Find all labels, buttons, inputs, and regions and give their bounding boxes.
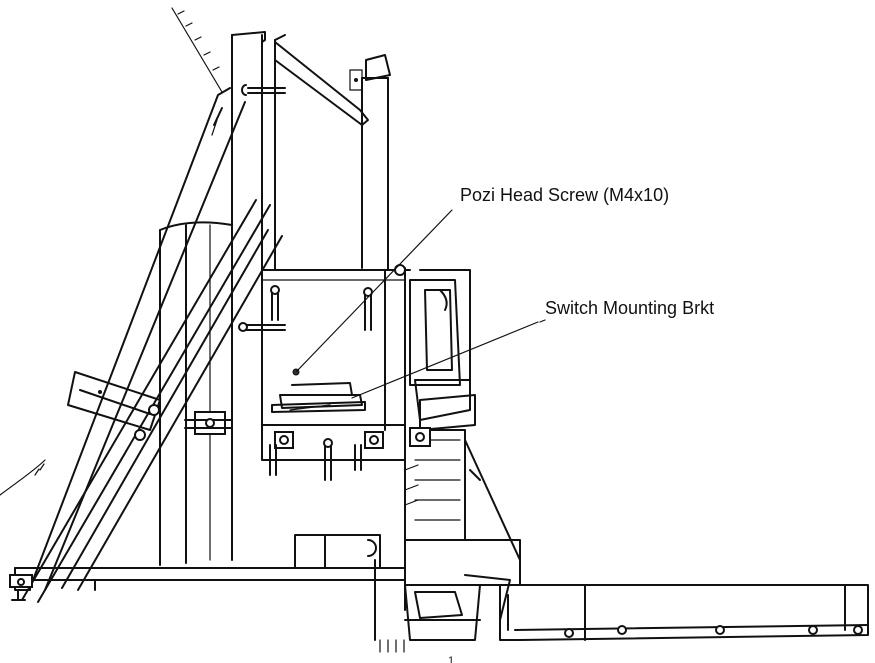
switch-mounting-bracket — [271, 368, 366, 413]
cable-bottom — [0, 459, 46, 496]
side-clamp — [184, 411, 233, 435]
main-upright — [231, 31, 286, 561]
callout-leaders — [295, 209, 546, 399]
top-frame — [274, 41, 391, 271]
foot-assembly — [374, 559, 511, 653]
diagonal-braces — [21, 199, 283, 603]
right-mechanism — [394, 264, 521, 561]
left-rear-panel — [159, 221, 233, 566]
callout-switch-mounting-bracket: Switch Mounting Brkt — [545, 298, 715, 318]
leaning-frame-arm — [29, 87, 246, 591]
lower-rail — [261, 424, 406, 481]
brace-clamp — [67, 371, 161, 441]
callout-pozi-head-screw: Pozi Head Screw (M4x10) — [460, 185, 670, 205]
base-tray — [499, 584, 869, 641]
figure-number: 1 — [448, 655, 454, 663]
base-frame — [9, 567, 406, 601]
cable-top — [171, 7, 223, 93]
